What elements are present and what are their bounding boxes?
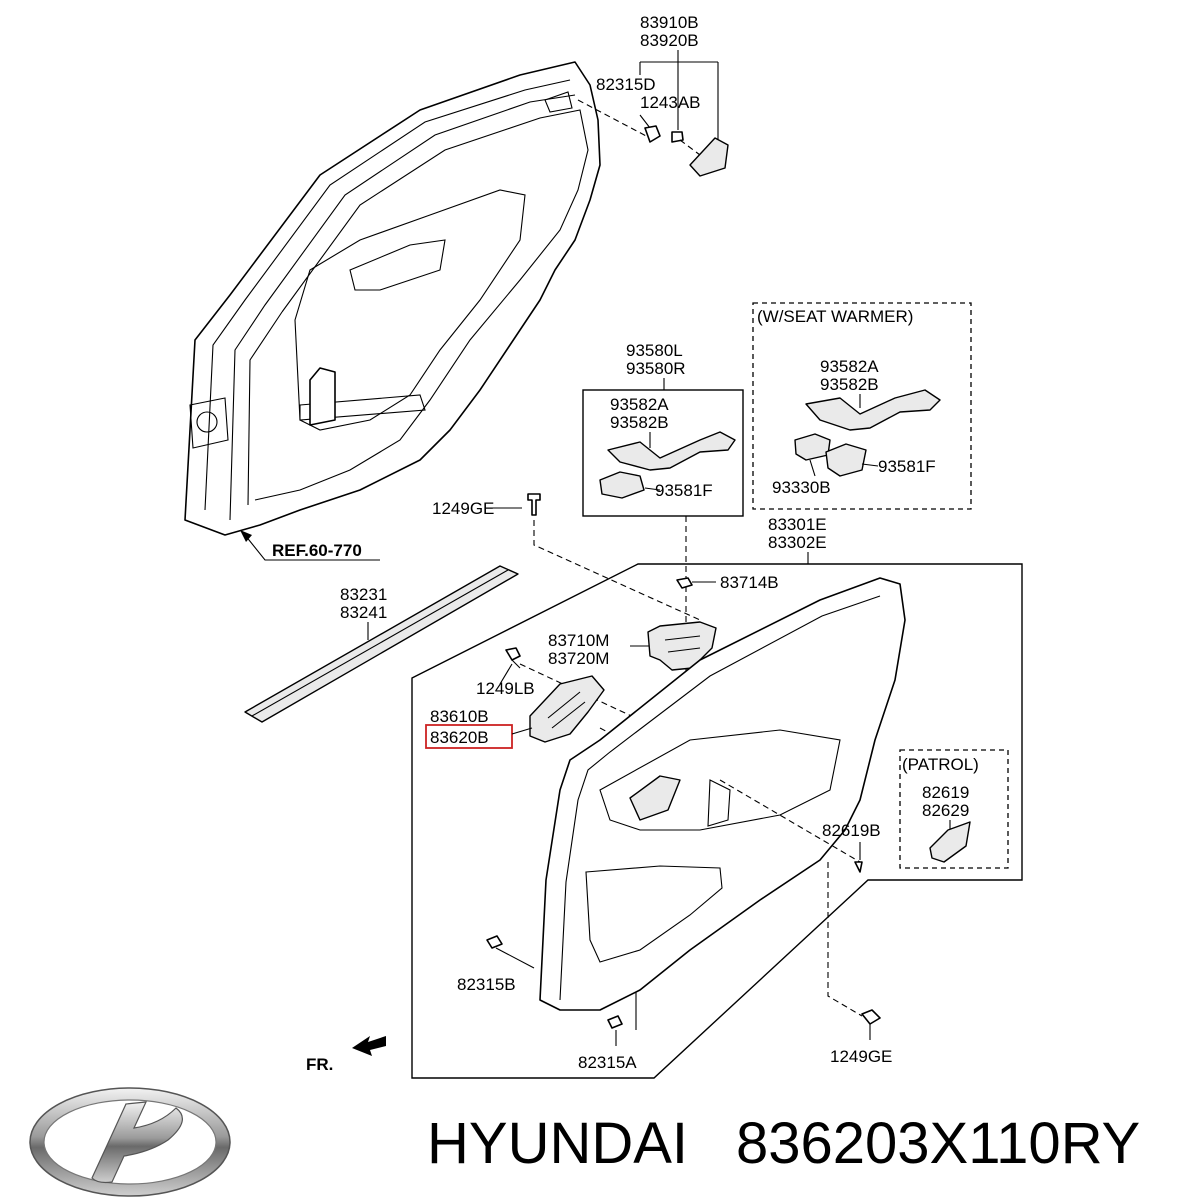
door-trim-panel-area: 83301E 83302E 83714B 83231 83241 83710M … <box>244 515 1023 1079</box>
label-1249GE-bottom: 1249GE <box>830 1047 892 1066</box>
door-frame-drawing <box>184 61 601 561</box>
label-83714B: 83714B <box>720 573 779 592</box>
label-83231: 83231 <box>340 585 387 604</box>
label-82629: 82629 <box>922 801 969 820</box>
label-83910B: 83910B <box>640 13 699 32</box>
label-93580R: 93580R <box>626 359 686 378</box>
label-83301E: 83301E <box>768 515 827 534</box>
label-93582A-a: 93582A <box>610 395 669 414</box>
label-82619: 82619 <box>922 783 969 802</box>
label-82315A: 82315A <box>578 1053 637 1072</box>
label-93582B-a: 93582B <box>610 413 669 432</box>
highlight-box-83620B <box>425 724 513 749</box>
label-seat-warmer: (W/SEAT WARMER) <box>757 307 913 326</box>
seat-warmer-box: (W/SEAT WARMER) 93582A 93582B 93330B 935… <box>752 302 972 510</box>
label-82315D: 82315D <box>596 75 656 94</box>
label-83241: 83241 <box>340 603 387 622</box>
label-82315B: 82315B <box>457 975 516 994</box>
label-93582B-b: 93582B <box>820 375 879 394</box>
front-arrow-icon <box>352 1036 386 1056</box>
label-fr: FR. <box>306 1055 333 1074</box>
label-83302E: 83302E <box>768 533 827 552</box>
label-93330B: 93330B <box>772 478 831 497</box>
label-83920B: 83920B <box>640 31 699 50</box>
label-1243AB: 1243AB <box>640 93 701 112</box>
label-83720M: 83720M <box>548 649 609 668</box>
label-83610B: 83610B <box>430 707 489 726</box>
caption-part-number: 836203X110RY <box>736 1111 1140 1176</box>
label-ref: REF.60-770 <box>272 541 362 560</box>
label-83620B: 83620B <box>430 728 489 747</box>
label-93580L: 93580L <box>626 341 683 360</box>
label-1249LB: 1249LB <box>476 679 535 698</box>
label-1249GE-top: 1249GE <box>432 499 494 518</box>
switch-assembly-box: 93580L 93580R 93582A 93582B 93581F <box>582 341 744 517</box>
label-patrol: (PATROL) <box>902 755 979 774</box>
label-93581F-b: 93581F <box>878 457 936 476</box>
label-82619B: 82619B <box>822 821 881 840</box>
bracket-83910B: 83910B 83920B 82315D 1243AB <box>577 13 729 177</box>
label-93581F-a: 93581F <box>655 481 713 500</box>
screw-1249GE-top: 1249GE REF.60-770 <box>272 493 701 621</box>
caption-brand: HYUNDAI <box>427 1111 688 1176</box>
label-83710M: 83710M <box>548 631 609 650</box>
hyundai-logo <box>29 1087 231 1197</box>
label-93582A-b: 93582A <box>820 357 879 376</box>
